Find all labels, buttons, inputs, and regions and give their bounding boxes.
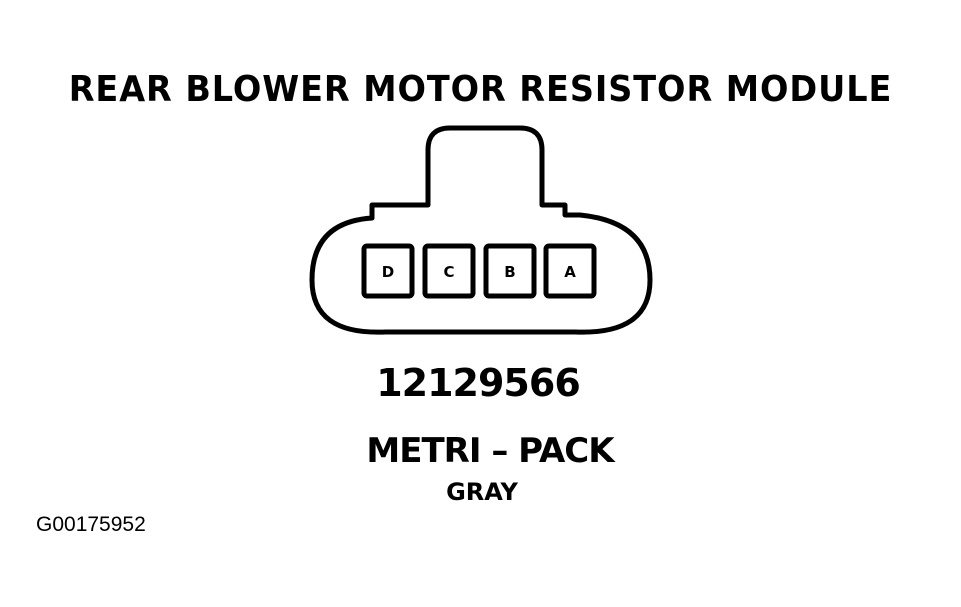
pin-cavity-d: D	[361, 243, 415, 299]
pin-label-a: A	[564, 263, 576, 281]
figure-id: G00175952	[36, 513, 146, 536]
connector-color-label: GRAY	[446, 478, 518, 506]
connector-part-number: 12129566	[376, 361, 581, 405]
diagram-title: REAR BLOWER MOTOR RESISTOR MODULE	[68, 69, 893, 110]
pin-cavity-a: A	[543, 243, 597, 299]
connector-type-label: METRI – PACK	[366, 431, 614, 471]
pin-label-c: C	[443, 263, 454, 281]
pin-cavity-c: C	[422, 243, 476, 299]
connector-body-outline	[309, 125, 653, 335]
pin-cavity-b: B	[483, 243, 537, 299]
pin-label-d: D	[382, 263, 394, 281]
pin-label-b: B	[504, 263, 515, 281]
